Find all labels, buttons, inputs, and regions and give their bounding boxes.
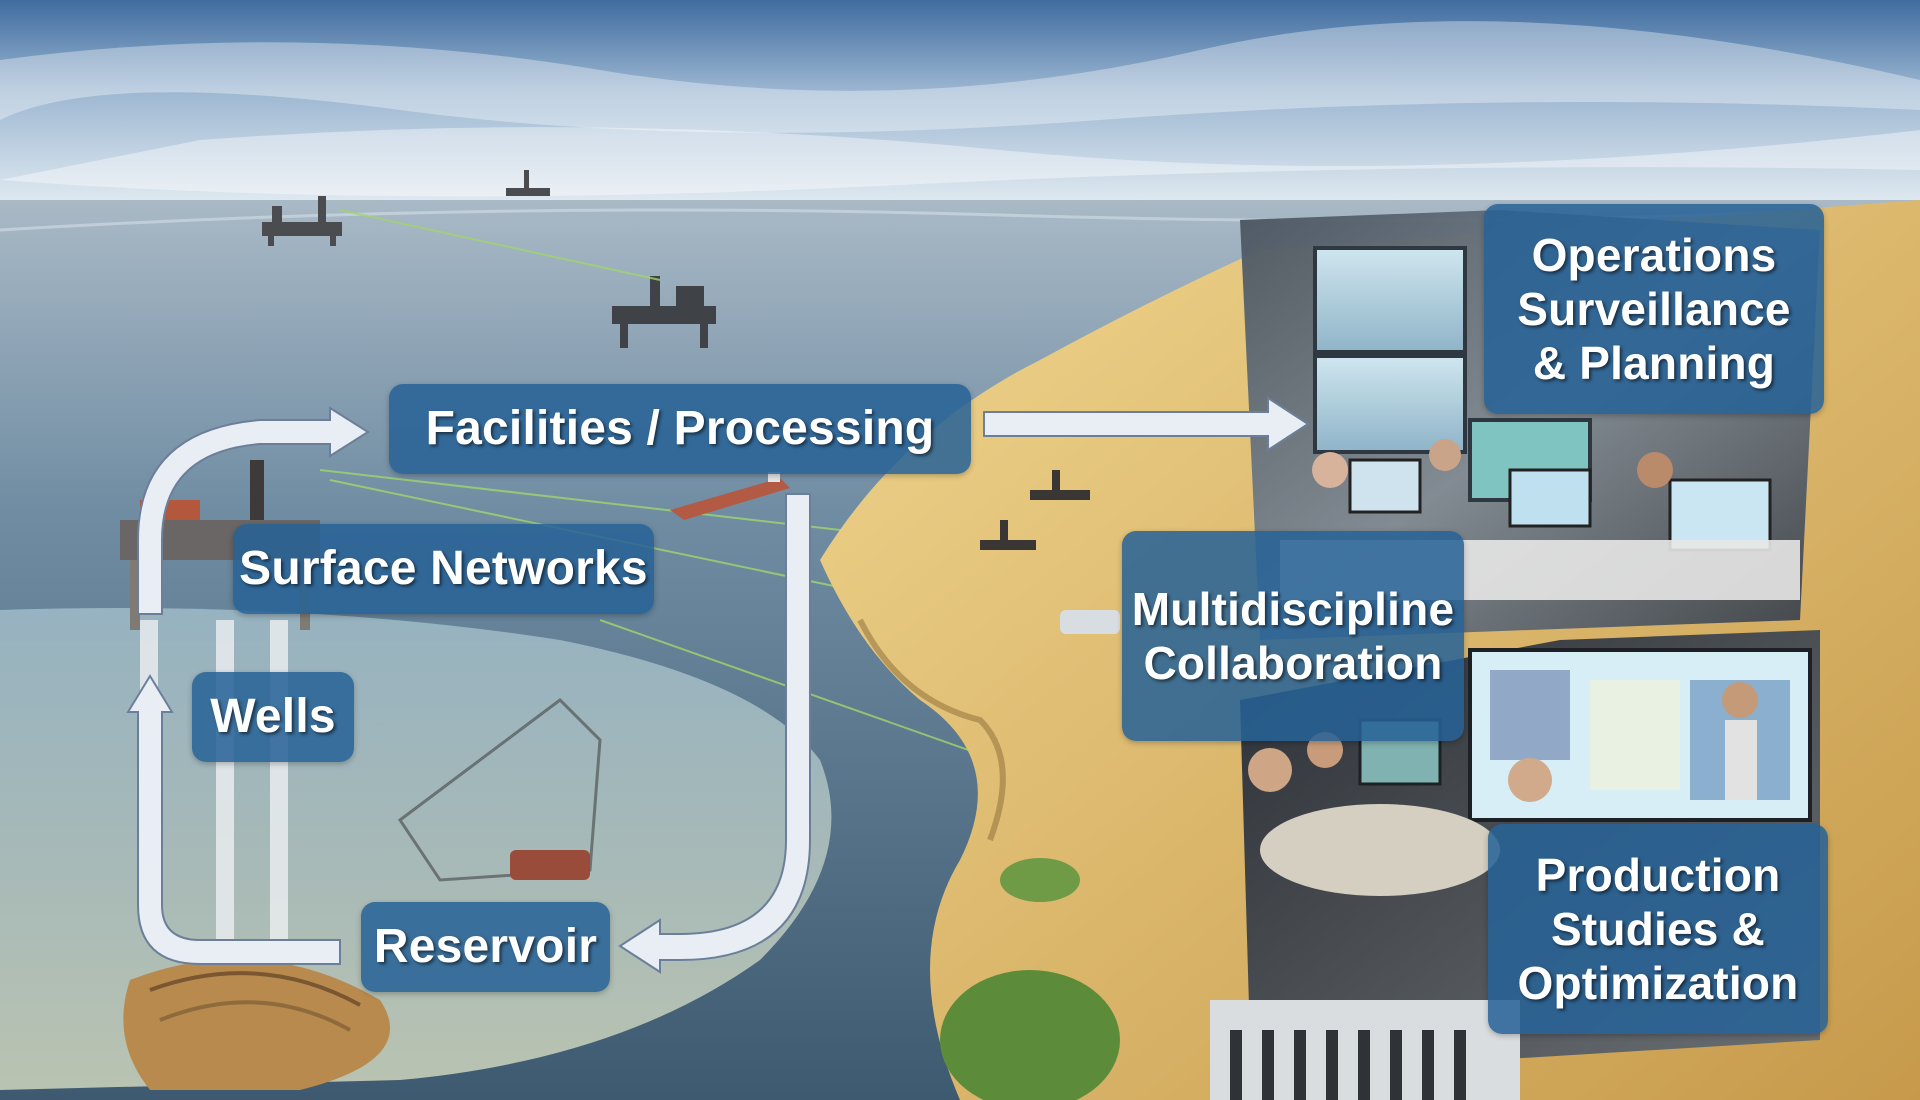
reservoir-label: Reservoir xyxy=(361,902,610,992)
oil-platform-icon xyxy=(506,170,550,196)
reservoir-text: Reservoir xyxy=(373,919,598,973)
pumpjack-icon xyxy=(980,470,1090,550)
reservoir-rock xyxy=(123,959,391,1090)
flow-arrows xyxy=(126,396,1310,974)
subsea-manifold xyxy=(510,850,590,880)
production-line-2: Studies & xyxy=(1551,902,1765,955)
facilities-processing-text: Facilities / Processing xyxy=(425,401,935,455)
arrow-reservoir-to-wells xyxy=(126,674,341,965)
processing-plant xyxy=(1060,610,1120,634)
arrow-facilities-to-operations xyxy=(983,396,1310,452)
wells-text: Wells xyxy=(210,689,336,743)
trees xyxy=(940,970,1120,1100)
multidiscipline-line-1: Multidiscipline xyxy=(1131,582,1455,635)
surface-networks-label: Surface Networks xyxy=(233,524,654,614)
production-studies-optimization-label: Production Studies & Optimization xyxy=(1488,824,1828,1034)
oil-platform-icon xyxy=(262,196,342,246)
office-building xyxy=(1210,1000,1520,1100)
facilities-processing-label: Facilities / Processing xyxy=(389,384,971,474)
wells-label: Wells xyxy=(192,672,354,762)
surface-networks-text: Surface Networks xyxy=(239,541,648,595)
tanker-ship-icon xyxy=(670,472,790,520)
production-line-3: Optimization xyxy=(1517,957,1799,1010)
operations-line-1: Operations xyxy=(1531,228,1777,281)
clouds-low xyxy=(0,127,1920,197)
production-line-1: Production xyxy=(1535,848,1781,901)
oil-platform-icon xyxy=(612,276,716,348)
arrow-surface-to-facilities xyxy=(137,406,370,615)
operations-surveillance-planning-label: Operations Surveillance & Planning xyxy=(1484,204,1824,414)
sky xyxy=(0,0,1920,210)
arrow-facilities-to-reservoir xyxy=(618,493,811,974)
operations-line-3: & Planning xyxy=(1532,337,1776,390)
multidiscipline-collaboration-label: Multidiscipline Collaboration xyxy=(1122,531,1464,741)
operations-line-2: Surveillance xyxy=(1517,282,1791,335)
clouds xyxy=(0,21,1920,133)
multidiscipline-line-2: Collaboration xyxy=(1143,637,1443,689)
